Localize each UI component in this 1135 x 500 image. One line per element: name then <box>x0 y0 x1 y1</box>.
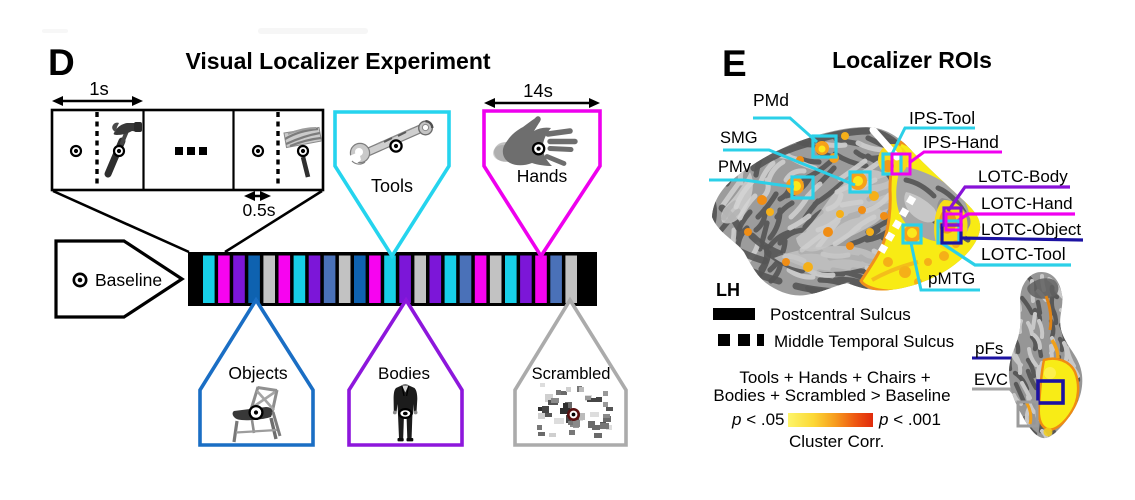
svg-text:Postcentral Sulcus: Postcentral Sulcus <box>770 305 911 324</box>
svg-text:Visual Localizer Experiment: Visual Localizer Experiment <box>185 48 490 74</box>
svg-text:Tools: Tools <box>371 176 413 196</box>
svg-text:p < .001: p < .001 <box>878 410 941 429</box>
svg-text:Cluster Corr.: Cluster Corr. <box>789 432 884 451</box>
svg-text:D: D <box>48 42 75 83</box>
svg-text:0.5s: 0.5s <box>242 200 275 220</box>
svg-text:Hands: Hands <box>517 166 568 186</box>
svg-text:Baseline: Baseline <box>95 270 162 290</box>
svg-text:PMv: PMv <box>718 158 752 176</box>
svg-text:Bodies: Bodies <box>378 364 430 383</box>
svg-text:Scrambled: Scrambled <box>532 365 611 383</box>
svg-text:14s: 14s <box>523 80 553 101</box>
svg-text:Tools + Hands + Chairs +: Tools + Hands + Chairs + <box>739 368 930 387</box>
svg-text:LOTC-Body: LOTC-Body <box>978 167 1068 186</box>
svg-text:p < .05: p < .05 <box>731 410 784 429</box>
svg-text:Middle Temporal Sulcus: Middle Temporal Sulcus <box>774 332 954 351</box>
svg-text:pFs: pFs <box>975 339 1003 358</box>
svg-text:Localizer ROIs: Localizer ROIs <box>832 47 992 73</box>
svg-text:LOTC-Object: LOTC-Object <box>981 220 1081 239</box>
svg-text:LH: LH <box>716 280 740 300</box>
svg-text:E: E <box>722 43 747 84</box>
svg-text:1s: 1s <box>89 78 109 99</box>
svg-text:IPS-Tool: IPS-Tool <box>909 108 975 128</box>
svg-text:LOTC-Hand: LOTC-Hand <box>981 194 1073 213</box>
svg-text:SMG: SMG <box>720 129 758 147</box>
svg-text:IPS-Hand: IPS-Hand <box>923 132 999 152</box>
svg-text:Objects: Objects <box>228 363 288 383</box>
svg-text:pMTG: pMTG <box>928 269 975 288</box>
svg-text:Bodies + Scrambled > Baseline: Bodies + Scrambled > Baseline <box>713 386 950 405</box>
svg-text:EVC: EVC <box>974 371 1008 389</box>
svg-text:LOTC-Tool: LOTC-Tool <box>981 244 1066 264</box>
svg-text:PMd: PMd <box>753 90 789 110</box>
